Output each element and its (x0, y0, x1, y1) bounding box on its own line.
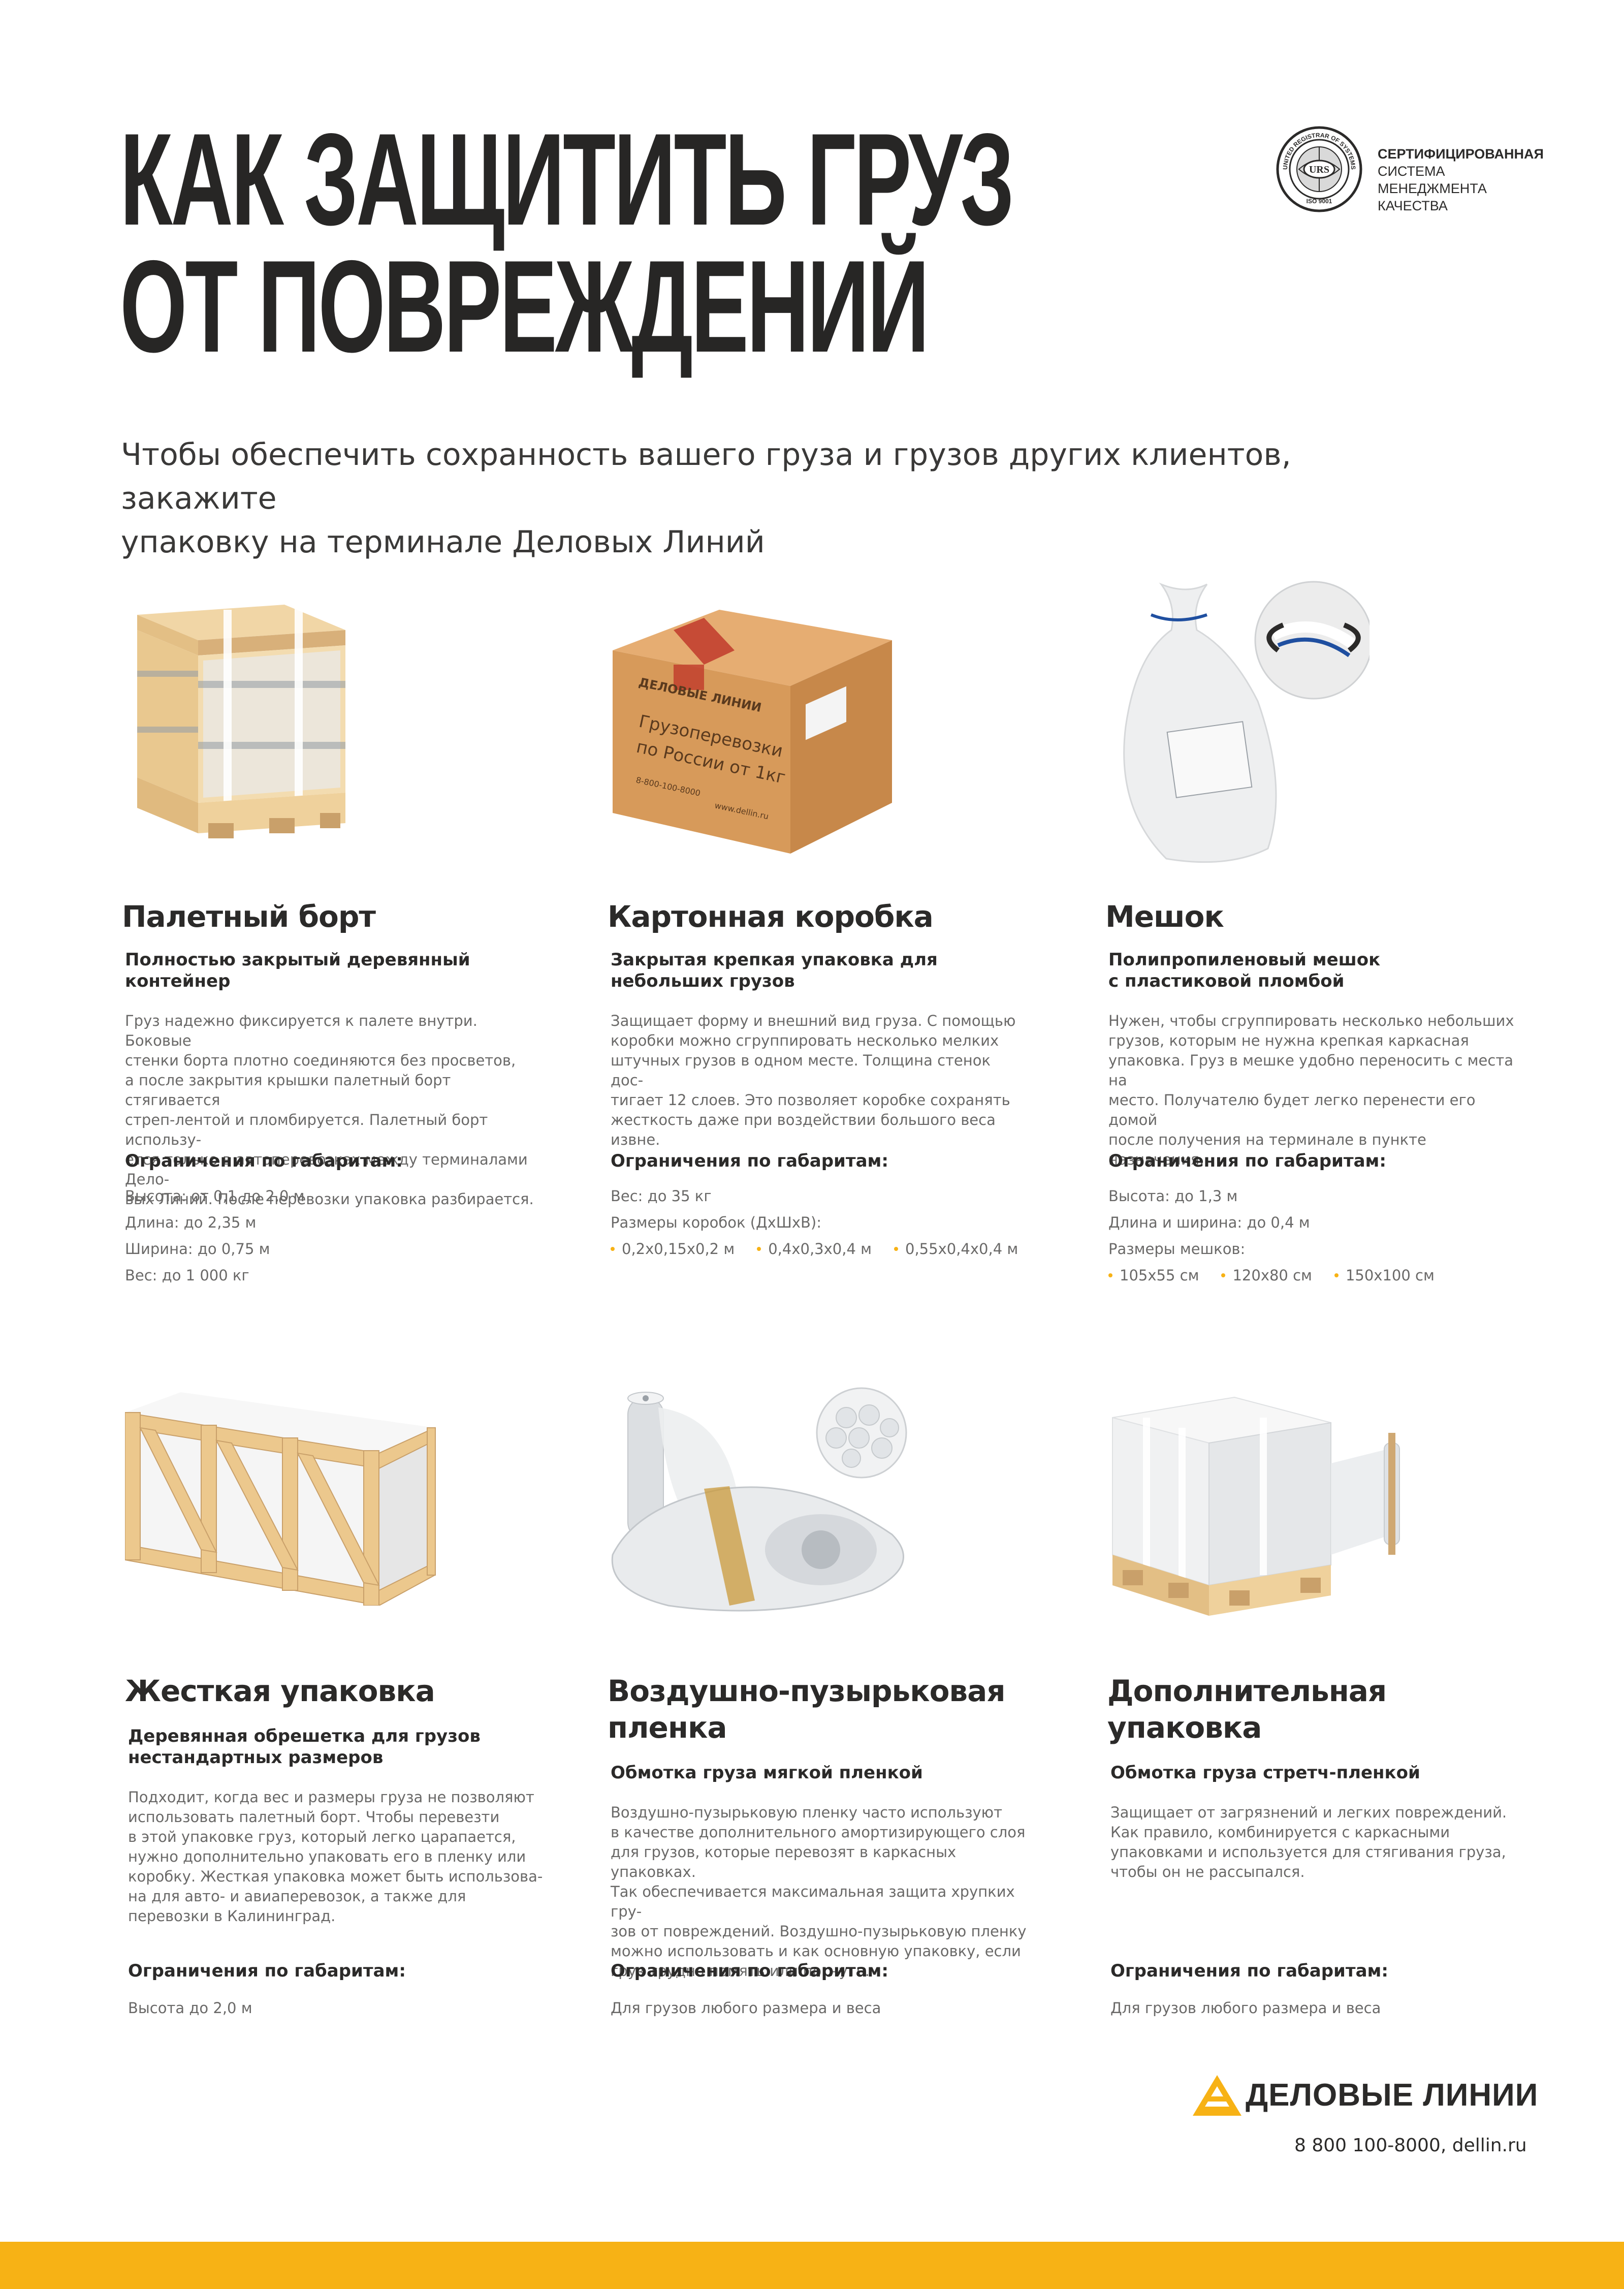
card-subtitle: Деревянная обрешетка для грузов нестанда… (128, 1726, 481, 1768)
limit-item: Размеры мешков: (1108, 1240, 1246, 1258)
bag-image (1123, 581, 1370, 863)
card-description: Воздушно-пузырьковую пленку часто исполь… (611, 1804, 1027, 1980)
size-option: 0,4х0,3х0,4 м (757, 1236, 872, 1262)
limit-item: Длина и ширина: до 0,4 м (1108, 1214, 1310, 1231)
card-bubble-wrap: Воздушно-пузырьковая пленка Обмотка груз… (608, 1387, 1065, 2043)
card-description: Защищает от загрязнений и легких поврежд… (1110, 1804, 1507, 1880)
limits-heading: Ограничения по габаритам: (1108, 1151, 1386, 1171)
limit-item: Для грузов любого размера и веса (611, 1999, 881, 2017)
card-description: Груз надежно фиксируется к палете внутри… (125, 1012, 534, 1208)
logo-wordmark: ДЕЛОВЫЕ ЛИНИИ (1246, 2078, 1539, 2113)
size-option: 150х100 см (1334, 1262, 1435, 1289)
pallet-collar-image (137, 605, 345, 838)
svg-text:ISO 9001: ISO 9001 (1307, 198, 1332, 205)
card-subtitle: Полипропиленовый мешок с пластиковой пло… (1108, 950, 1381, 991)
limits-heading: Ограничения по габаритам: (125, 1151, 403, 1171)
card-stretch-film: Дополнительная упаковка Обмотка груза ст… (1107, 1387, 1565, 2043)
limit-item: Высота до 2,0 м (128, 1999, 252, 2017)
svg-text:URS: URS (1309, 164, 1329, 175)
limit-item: Вес: до 35 кг (611, 1187, 712, 1205)
limits-list: Для грузов любого размера и веса (1110, 1995, 1381, 2021)
limits-list: Для грузов любого размера и веса (611, 1995, 881, 2021)
card-subtitle: Закрытая крепкая упаковка для небольших … (611, 950, 938, 991)
page-title-line-2: ОТ ПОВРЕЖДЕНИЙ (120, 233, 930, 380)
contact-info: 8 800 100-8000, dellin.ru (1294, 2135, 1527, 2156)
size-option: 0,55х0,4х0,4 м (894, 1236, 1018, 1262)
cardboard-box-image: ДЕЛОВЫЕ ЛИНИИ Грузоперевозки по России о… (613, 610, 892, 854)
limit-item: Для грузов любого размера и веса (1110, 1999, 1381, 2017)
limit-item: Высота: до 1,3 м (1108, 1187, 1238, 1205)
card-rigid-crate: Жесткая упаковка Деревянная обрешетка дл… (125, 1392, 582, 2043)
card-title: Дополнительная упаковка (1107, 1674, 1387, 1745)
card-pallet-collar: Палетный борт Полностью закрытый деревян… (122, 600, 579, 1311)
limits-heading: Ограничения по габаритам: (611, 1961, 888, 1981)
card-subtitle: Обмотка груза мягкой пленкой (611, 1763, 923, 1783)
limit-item: Длина: до 2,35 м (125, 1214, 257, 1231)
card-title: Мешок (1105, 899, 1224, 934)
company-logo: ДЕЛОВЫЕ ЛИНИИ (1193, 2072, 1538, 2118)
bottom-accent-bar (0, 2242, 1624, 2289)
certification-text: СЕРТИФИЦИРОВАННАЯ СИСТЕМА МЕНЕДЖМЕНТА КА… (1378, 146, 1544, 213)
limits-list: Вес: до 35 кг Размеры коробок (ДхШхВ): 0… (611, 1183, 1018, 1262)
card-subtitle: Обмотка груза стретч-пленкой (1110, 1763, 1420, 1783)
card-description: Нужен, чтобы сгруппировать несколько неб… (1108, 1012, 1514, 1168)
size-options: 0,2х0,15х0,2 м 0,4х0,3х0,4 м 0,55х0,4х0,… (611, 1236, 1018, 1262)
certification-badge: URS UNITED REGISTRAR OF SYSTEMS ISO 9001… (1276, 126, 1544, 217)
wooden-crate-image (125, 1392, 436, 1606)
limit-item: Вес: до 1 000 кг (125, 1267, 249, 1284)
stretch-film-pallet-image (1112, 1396, 1400, 1616)
iso-seal-icon: URS UNITED REGISTRAR OF SYSTEMS ISO 9001 (1276, 126, 1362, 212)
card-title: Воздушно-пузырьковая пленка (608, 1674, 1006, 1745)
card-description: Защищает форму и внешний вид груза. С по… (611, 1012, 1016, 1148)
size-options: 105х55 см 120х80 см 150х100 см (1108, 1262, 1435, 1289)
card-cardboard-box: ДЕЛОВЫЕ ЛИНИИ Грузоперевозки по России о… (608, 600, 1065, 1311)
limits-heading: Ограничения по габаритам: (611, 1151, 888, 1171)
card-description: Подходит, когда вес и размеры груза не п… (128, 1789, 543, 1925)
logo-mark-icon (1193, 2075, 1241, 2116)
card-title: Жесткая упаковка (125, 1674, 435, 1708)
limit-item: Ширина: до 0,75 м (125, 1240, 270, 1258)
card-bag: Мешок Полипропиленовый мешок с пластиков… (1105, 574, 1563, 1311)
limits-list: Высота: от 0,1 до 2,0 м Длина: до 2,35 м… (125, 1183, 305, 1289)
page-title: КАК ЗАЩИТИТЬ ГРУЗ ОТ ПОВРЕЖДЕНИЙ (120, 106, 1014, 380)
limits-list: Высота: до 1,3 м Длина и ширина: до 0,4 … (1108, 1183, 1435, 1289)
size-option: 0,2х0,15х0,2 м (611, 1236, 735, 1262)
limits-heading: Ограничения по габаритам: (128, 1961, 406, 1981)
page-title-line-1: КАК ЗАЩИТИТЬ ГРУЗ (120, 106, 1014, 253)
card-title: Палетный борт (122, 899, 376, 934)
limit-item: Высота: от 0,1 до 2,0 м (125, 1187, 305, 1205)
limits-list: Высота до 2,0 м (128, 1995, 252, 2021)
size-option: 105х55 см (1108, 1262, 1199, 1289)
bubble-wrap-image (611, 1387, 907, 1612)
card-subtitle: Полностью закрытый деревянный контейнер (125, 950, 470, 991)
card-title: Картонная коробка (608, 899, 934, 934)
size-option: 120х80 см (1221, 1262, 1312, 1289)
intro-text: Чтобы обеспечить сохранность вашего груз… (121, 437, 1291, 560)
limits-heading: Ограничения по габаритам: (1110, 1961, 1388, 1981)
limit-item: Размеры коробок (ДхШхВ): (611, 1214, 821, 1231)
